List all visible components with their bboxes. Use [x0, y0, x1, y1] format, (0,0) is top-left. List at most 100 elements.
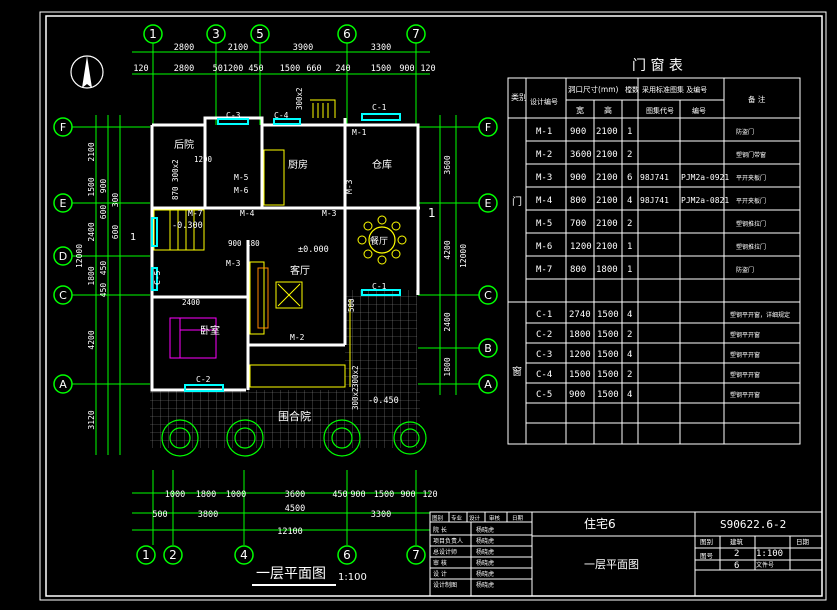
- tb-head-0: 图别: [432, 514, 443, 522]
- window-row-count: 4: [627, 390, 632, 400]
- door-label-m2: M-2: [290, 333, 305, 342]
- dim-inner-300x2-b: 300x2: [351, 365, 360, 388]
- dim-top2-5: 660: [306, 64, 321, 74]
- door-row-height: 2100: [596, 127, 618, 137]
- door-row-code: M-4: [536, 196, 552, 206]
- header-height: 高: [604, 105, 612, 115]
- drawing-title: 一层平面图: [256, 566, 326, 582]
- header-type: 类别: [511, 92, 527, 102]
- type-window: 窗: [512, 365, 522, 378]
- dining-table-icon: [357, 215, 407, 265]
- window-row-height: 1500: [597, 390, 619, 400]
- door-row-height: 1800: [596, 265, 618, 275]
- tb-signature: 杨晓虎: [476, 548, 494, 556]
- window-label-c4: C-4: [274, 111, 289, 120]
- floor-plan: 后院 厨房 仓库 餐厅 客厅 卧室 围合院 ±0.000 -0.300 -0.4…: [130, 87, 436, 457]
- door-row-height: 2100: [596, 219, 618, 229]
- door-label-m6: M-6: [234, 186, 249, 195]
- grid-left-E: E: [60, 197, 67, 210]
- north-arrow-icon: [70, 55, 104, 89]
- door-row-width: 900: [570, 127, 586, 137]
- dim-bottom-0: 1000: [165, 490, 185, 500]
- dim-top-a: 2800: [174, 43, 194, 53]
- tb-signature: 杨晓虎: [476, 570, 494, 578]
- tb-signature: 杨晓虎: [476, 537, 494, 545]
- door-row-height: 2100: [596, 150, 618, 160]
- level-zero: ±0.000: [298, 245, 329, 255]
- dim-bottom-7: 900: [400, 490, 415, 500]
- door-label-m4: M-4: [240, 209, 255, 218]
- dim-leftin-3: 450: [99, 261, 108, 276]
- room-courtyard: 围合院: [278, 409, 311, 423]
- door-row-remark: 平开夹板门: [736, 174, 766, 182]
- tb-role: 总设计师: [433, 548, 457, 556]
- header-number: 编号: [692, 106, 706, 115]
- dim-inner-300x2: 300x2: [295, 87, 304, 110]
- dim-left-5: 3120: [87, 410, 96, 429]
- door-row-code: M-7: [536, 265, 552, 275]
- tb-head-4: 日期: [512, 515, 524, 522]
- header-count: 樘数: [625, 85, 639, 94]
- door-row-remark: 塑钢推拉门: [736, 220, 766, 228]
- tb-role: 设计制图: [433, 581, 457, 589]
- tb-right-1: 建筑: [730, 537, 744, 546]
- level-lower: -0.300: [172, 221, 203, 231]
- dim-top2-6: 240: [335, 64, 350, 74]
- side-paving: [345, 290, 417, 390]
- grid-bottom-6: 6: [343, 548, 351, 562]
- window-row-remark: 塑钢平开窗: [730, 371, 760, 379]
- section-mark-right: 1: [428, 206, 436, 220]
- door-label-m3-c: M-3: [345, 179, 354, 194]
- grid-bottom-2: 2: [169, 548, 177, 562]
- tb-role: 设 计: [433, 570, 447, 578]
- grid-bottom-7: 7: [412, 548, 420, 562]
- dim-bottom-4: 450: [332, 490, 347, 500]
- top-grid-bubbles: [143, 24, 426, 44]
- left-grid-lines: [72, 115, 150, 455]
- dim-right-2: 2400: [443, 312, 452, 331]
- tb-project: 住宅6: [584, 516, 616, 531]
- grid-top-7: 7: [412, 27, 420, 41]
- door-row-number: PJM2a-0821: [681, 196, 729, 205]
- window-label-c3: C-3: [226, 111, 241, 120]
- tb-signature: 杨晓虎: [476, 526, 494, 534]
- door-row-count: 4: [627, 196, 632, 206]
- dim-bottom-3: 3600: [285, 490, 305, 500]
- door-row-atlas: 98J741: [640, 196, 669, 205]
- tb-head-3: 审核: [489, 514, 501, 522]
- dim-top2-2: 501200: [213, 64, 244, 74]
- dim-inner-1200: 1200: [194, 155, 213, 164]
- header-width: 宽: [576, 105, 584, 115]
- window-row-remark: 塑钢平开窗，详细规定: [730, 311, 790, 319]
- tb-head-2: 设计: [469, 514, 481, 522]
- door-label-m5: M-5: [234, 173, 249, 182]
- tb-sheet: 2: [734, 549, 739, 559]
- window-row-code: C-3: [536, 350, 552, 360]
- top-dim-lines: [132, 43, 430, 125]
- dim-bottom2-0: 500: [152, 510, 167, 520]
- dim-right-total: 12000: [459, 244, 468, 268]
- tree-icons: [161, 419, 427, 457]
- dim-top-d: 3300: [371, 43, 391, 53]
- grid-right-A: A: [484, 378, 492, 391]
- window-row-height: 1500: [597, 310, 619, 320]
- dim-bottom2-1: 3800: [198, 510, 218, 520]
- grid-left-A: A: [59, 378, 67, 391]
- grid-left-F: F: [60, 121, 66, 134]
- window-row-code: C-1: [536, 310, 552, 320]
- door-row-remark: 塑钢门带窗: [736, 151, 766, 159]
- type-door: 门: [512, 195, 522, 208]
- door-row-count: 1: [627, 127, 632, 137]
- schedule-title: 门 窗 表: [632, 57, 683, 74]
- header-code: 设计编号: [530, 97, 558, 106]
- dim-bottom-6: 1500: [374, 490, 394, 500]
- outer-frame: [39, 11, 827, 601]
- title-block: 图别 专业 设计 审核 日期 院 长杨晓虎项目负责人杨晓虎总设计师杨晓虎审 核杨…: [429, 511, 823, 597]
- dim-leftin-4: 600: [111, 225, 120, 240]
- section-mark-left: 1: [130, 232, 136, 243]
- dim-right-0: 3600: [443, 155, 452, 174]
- dim-left-2: 2400: [87, 222, 96, 241]
- dim-top2-7: 1500: [371, 64, 391, 74]
- window-row-remark: 塑钢平开窗: [730, 391, 760, 399]
